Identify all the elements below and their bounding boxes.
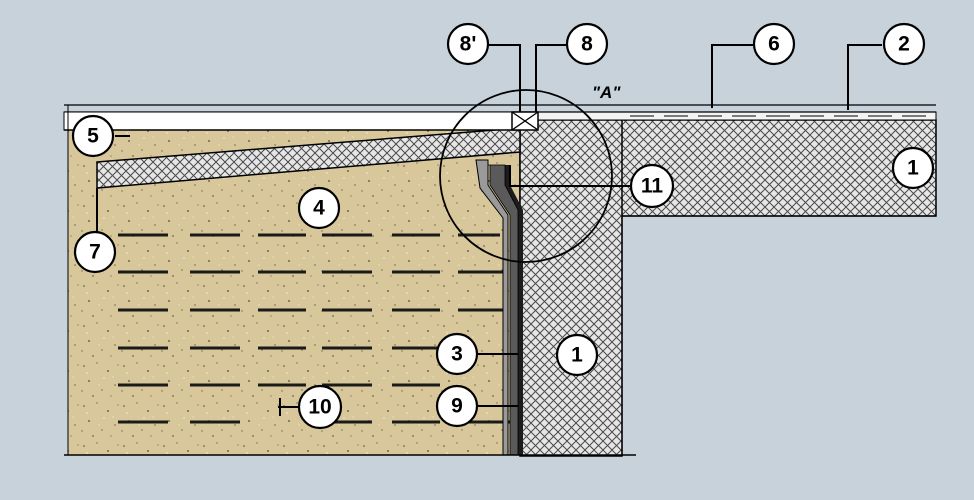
callout-8-prime: 8': [446, 22, 490, 66]
leader-lines: [96, 44, 882, 416]
svg-text:5: 5: [87, 125, 99, 148]
svg-text:3: 3: [451, 343, 463, 366]
callout-2: 2: [882, 22, 926, 66]
callout-11: 11: [629, 163, 675, 209]
svg-text:1: 1: [907, 157, 919, 180]
callout-6: 6: [752, 22, 796, 66]
callout-10: 10: [297, 384, 343, 430]
wall-membrane: [505, 165, 523, 455]
svg-text:10: 10: [308, 396, 331, 419]
callout-7: 7: [73, 230, 117, 274]
detail-label: "A": [592, 83, 621, 102]
callout-8: 8: [565, 22, 609, 66]
svg-text:1: 1: [571, 344, 583, 367]
svg-text:9: 9: [451, 395, 463, 418]
svg-text:8': 8': [460, 33, 477, 56]
svg-text:6: 6: [768, 33, 780, 56]
soil-strata-lines: [118, 233, 510, 424]
callout-4: 4: [297, 186, 341, 230]
svg-text:8: 8: [581, 33, 593, 56]
callout-1-slab: 1: [891, 146, 935, 190]
callout-3: 3: [435, 332, 479, 376]
callout-1-wall: 1: [555, 333, 599, 377]
detail-circle-A: [439, 89, 613, 263]
svg-text:11: 11: [641, 175, 664, 198]
callout-5: 5: [71, 114, 115, 158]
callout-9: 9: [435, 384, 479, 428]
svg-text:2: 2: [898, 33, 910, 56]
svg-text:7: 7: [89, 241, 101, 264]
sloped-cover-slab: [96, 127, 521, 189]
svg-text:4: 4: [313, 197, 325, 220]
